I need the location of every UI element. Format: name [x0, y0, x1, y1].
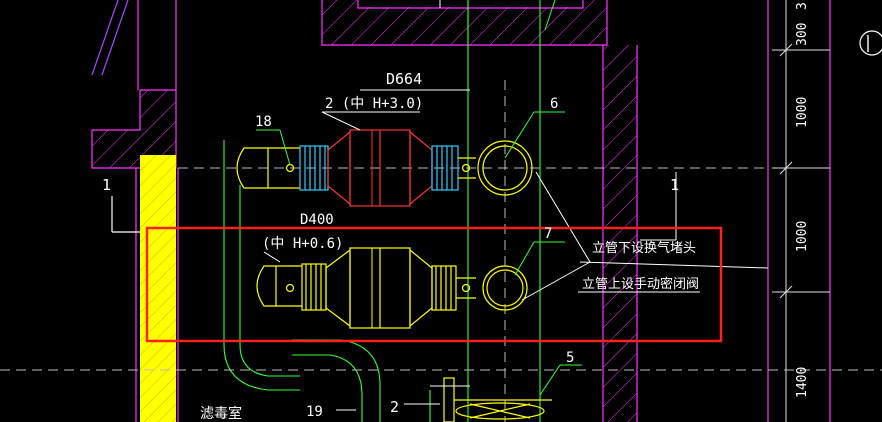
- dim-300: 300: [795, 23, 810, 46]
- note-2: 立管上设手动密闭阀: [582, 276, 699, 292]
- highlight-box: [145, 226, 723, 343]
- label-d400: D400: [300, 212, 334, 228]
- note-leaders: [521, 171, 769, 301]
- upper-assembly: [236, 129, 533, 207]
- tag-1-right: 1: [670, 176, 679, 194]
- label-d664: D664: [386, 70, 422, 88]
- dim-1000-upper: 1000: [795, 97, 810, 128]
- yellow-column: [140, 155, 176, 422]
- section-marker-left: [111, 196, 140, 233]
- dim-1400: 1400: [795, 367, 810, 398]
- right-magenta-lines: [767, 0, 831, 422]
- tag-18: 18: [255, 114, 272, 130]
- tag-19: 19: [306, 404, 323, 420]
- top-wall: [321, 0, 608, 46]
- left-magenta-lines: [91, 0, 179, 422]
- bottom-left-lines: [336, 385, 470, 411]
- green-pipes: [223, 0, 541, 422]
- bottom-valve: [443, 377, 552, 422]
- tag-7: 7: [544, 226, 552, 242]
- axis-marker: [859, 30, 882, 56]
- leaders: [256, 0, 582, 396]
- lower-assembly: [256, 247, 528, 329]
- right-wall: [602, 45, 638, 422]
- dimension-line: [772, 0, 830, 422]
- note-1: 立管下设换气堵头: [592, 240, 696, 256]
- tag-1-left: 1: [102, 176, 111, 194]
- tag-2: 2: [390, 398, 399, 416]
- dim-3: 3: [795, 2, 810, 10]
- label-lower-elevation: (中 H+0.6): [262, 236, 343, 252]
- tag-5: 5: [566, 350, 574, 366]
- dim-1000-lower: 1000: [795, 221, 810, 252]
- room-name: 滤毒室: [200, 405, 242, 422]
- dash-lines: [0, 80, 882, 422]
- label-upper-elevation: 2 (中 H+3.0): [325, 96, 423, 112]
- tag-6: 6: [550, 96, 558, 112]
